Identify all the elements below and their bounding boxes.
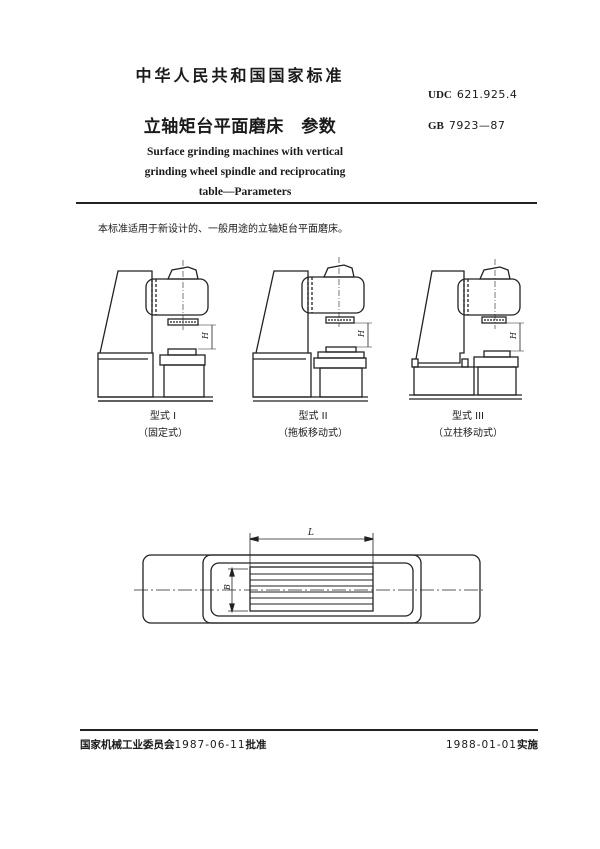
caption-type-subtitle: （立柱移动式） xyxy=(433,428,503,439)
title-en-line: table—Parameters xyxy=(198,186,292,198)
caption-type-label: 型式 II xyxy=(298,411,328,422)
header-divider xyxy=(76,202,537,204)
caption-type-subtitle: （固定式） xyxy=(138,428,188,439)
caption-type-2: 型式 II （拖板移动式） xyxy=(238,408,388,442)
effective-info: 1988-01-01实施 xyxy=(446,737,538,752)
approving-body: 国家机械工业委员会 xyxy=(80,739,175,751)
caption-type-label: 型式 I xyxy=(149,411,177,422)
dimension-h-label: H xyxy=(201,331,210,340)
caption-type-label: 型式 III xyxy=(451,411,485,422)
title-en-line: grinding wheel spindle and reciprocating xyxy=(144,166,346,178)
worktable-plan-diagram: L B xyxy=(130,520,490,630)
dimension-l-label: L xyxy=(307,528,314,538)
machine-type-1-diagram: H xyxy=(88,255,238,405)
effective-suffix: 实施 xyxy=(517,739,538,751)
machine-type-2-diagram: H xyxy=(248,255,398,405)
footer-divider xyxy=(80,729,538,731)
dimension-h-label: H xyxy=(509,331,518,340)
dimension-h-label: H xyxy=(357,329,366,338)
approval-date: 1987-06-11 xyxy=(174,739,246,751)
udc-code: UDC 621.925.4 xyxy=(428,88,517,101)
national-standard-heading: 中华人民共和国国家标准 xyxy=(135,66,345,85)
gb-code: GB 7923—87 xyxy=(428,119,505,132)
caption-type-1: 型式 I （固定式） xyxy=(88,408,238,442)
caption-type-3: 型式 III （立柱移动式） xyxy=(393,408,543,442)
approval-suffix: 批准 xyxy=(245,739,267,751)
machine-type-3-diagram: H xyxy=(404,255,554,405)
scope-paragraph: 本标准适用于新设计的、一般用途的立轴矩台平面磨床。 xyxy=(98,224,348,235)
gb-value: 7923—87 xyxy=(448,119,506,132)
effective-date: 1988-01-01 xyxy=(445,739,517,751)
title-en-line: Surface grinding machines with vertical xyxy=(146,146,344,158)
gb-label: GB xyxy=(428,120,444,132)
approval-info: 国家机械工业委员会1987-06-11批准 xyxy=(80,737,267,752)
udc-value: 621.925.4 xyxy=(456,88,518,101)
document-title-en: Surface grinding machines with vertical … xyxy=(140,142,350,202)
dimension-b-label: B xyxy=(223,584,232,591)
document-title-cn: 立轴矩台平面磨床 参数 xyxy=(143,117,337,137)
caption-type-subtitle: （拖板移动式） xyxy=(278,428,348,439)
udc-label: UDC xyxy=(428,89,452,101)
